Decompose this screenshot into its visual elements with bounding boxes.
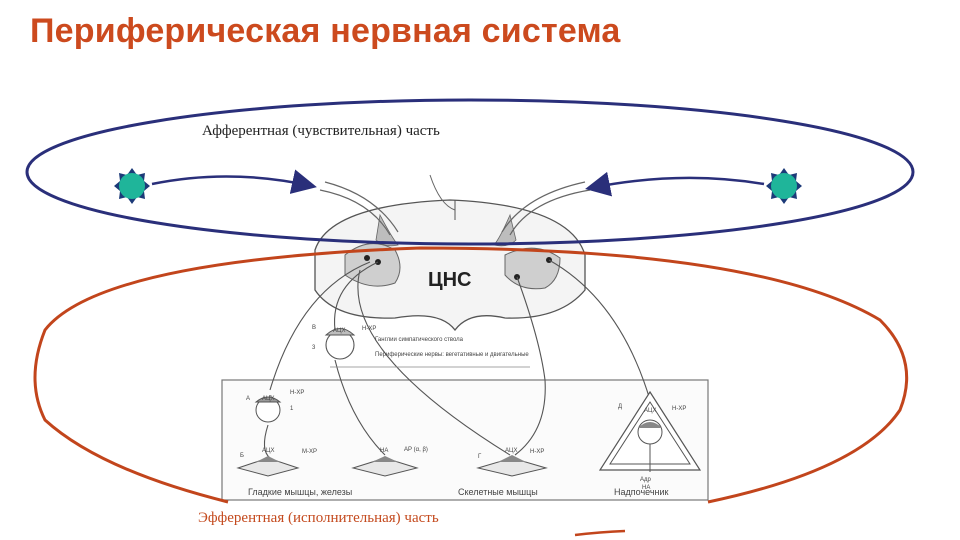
target-a-cell-label: АЦХ: [262, 396, 274, 402]
top-cell-left-label: АЦХ: [333, 328, 345, 334]
nerve-fibers: [263, 259, 651, 459]
afferent-loop: [25, 98, 915, 246]
label-adrenal: Надпочечник: [614, 487, 669, 497]
afferent-arrow-right: [585, 171, 765, 197]
note-ganglia: Ганглии симпатического ствола: [375, 337, 464, 343]
target-g-cell-label: АЦХ: [505, 448, 517, 454]
note-peripheral-nerves: Периферические нервы: вегетативные и дви…: [375, 352, 529, 358]
target-d-adrenal: АЦХ Н-ХР Д Адр НА: [598, 390, 702, 491]
afferent-arrow-left: [151, 169, 317, 194]
receptor-left-icon: [114, 168, 150, 204]
adrenal-out-2: НА: [642, 485, 650, 491]
target-b-smooth-muscle: АЦХ М-ХР Б: [236, 448, 317, 477]
target-a-cell: АЦХ Н-ХР А 1: [246, 390, 304, 423]
target-d-receptor-label: Н-ХР: [672, 406, 686, 412]
target-na-smooth-muscle: НА АР (α, β): [351, 447, 428, 477]
page-title: Периферическая нервная система: [30, 12, 621, 50]
target-na-cell-label: НА: [380, 448, 388, 454]
mark-a: А: [246, 396, 250, 402]
mark-d: Д: [618, 404, 622, 410]
top-cell-right-label: Н-ХР: [362, 326, 376, 332]
mark-g: Г: [478, 454, 482, 460]
mark-3: 3: [312, 345, 316, 351]
target-d-cell-label: АЦХ: [644, 408, 656, 414]
bottom-labels: Гладкие мышцы, железы Скелетные мышцы На…: [248, 487, 669, 497]
efferent-label: Эфферентная (исполнительная) часть: [198, 510, 439, 526]
ganglion-cell-top: АЦХ Н-ХР В 3 Ганглии симпатического ство…: [312, 325, 530, 368]
efferent-loop: [33, 246, 909, 504]
label-skeletal-muscle: Скелетные мышцы: [458, 487, 538, 497]
adrenal-out-1: Адр: [640, 477, 652, 483]
target-g-receptor-label: Н-ХР: [530, 449, 544, 455]
target-b-cell-label: АЦХ: [262, 448, 274, 454]
mark-1: 1: [290, 406, 294, 412]
label-smooth-muscle: Гладкие мышцы, железы: [248, 487, 352, 497]
target-b-receptor-label: М-ХР: [302, 449, 317, 455]
target-g-skeletal-muscle: АЦХ Н-ХР Г: [476, 448, 548, 477]
target-a-receptor-label: Н-ХР: [290, 390, 304, 396]
afferent-label: Афферентная (чувствительная) часть: [202, 123, 440, 139]
mark-v: В: [312, 325, 316, 331]
cns-label: ЦНС: [428, 269, 472, 291]
efferent-loop-tail: [574, 529, 626, 537]
mark-b: Б: [240, 453, 244, 459]
receptor-right-icon: [766, 168, 802, 204]
target-na-receptor-label: АР (α, β): [404, 447, 428, 453]
